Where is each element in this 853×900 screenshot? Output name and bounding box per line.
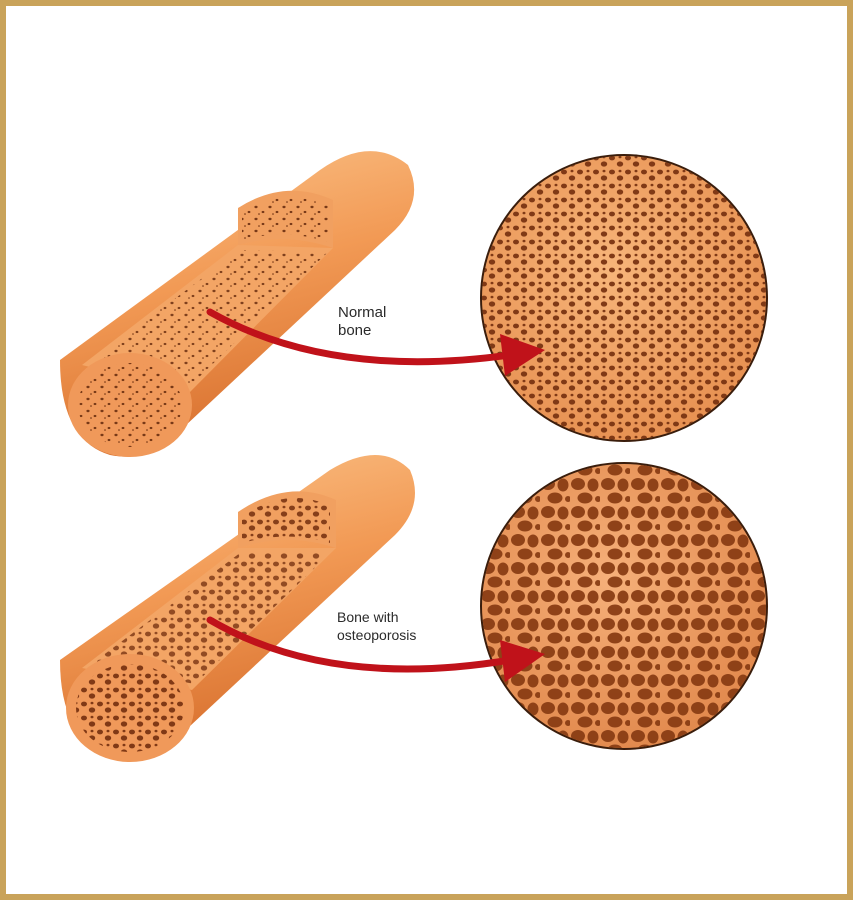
osteoporosis-bone-label: Bone with osteoporosis: [337, 609, 417, 643]
normal-bone-label: Normal bone: [338, 304, 387, 339]
osteoporosis-bone-magnified: [480, 462, 768, 750]
osteoporosis-bone-shaft: [60, 455, 415, 762]
normal-arrow: [206, 308, 545, 376]
osteoporosis-arrow: [206, 616, 545, 682]
normal-bone-magnified: [480, 154, 768, 442]
normal-bone-shaft: [60, 151, 415, 457]
